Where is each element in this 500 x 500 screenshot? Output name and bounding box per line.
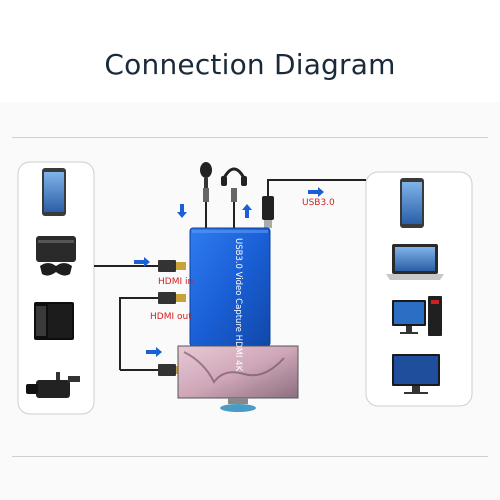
audio-jack-mic: [203, 188, 209, 202]
smartphone-icon: [42, 168, 66, 216]
title-band: [0, 38, 500, 100]
arrow-usb-icon: [308, 187, 324, 197]
divider-bottom: [12, 456, 488, 457]
media-player-icon: [34, 302, 74, 340]
output-display: [177, 345, 299, 412]
arrow-headphone-up-icon: [242, 204, 252, 218]
hdmi-out-label: HDMI out: [150, 312, 192, 322]
device-label: USB3.0 Video Capture HDMI 4K: [233, 238, 243, 372]
microphone-icon: [200, 162, 212, 188]
usb-label: USB3.0: [302, 198, 335, 208]
headphones-icon: [221, 167, 247, 186]
capture-device: [189, 227, 271, 347]
right-device-panel: [365, 171, 473, 407]
laptop-icon: [386, 244, 444, 280]
hdmi-in-connector: [158, 260, 186, 272]
usb-connector: [262, 196, 274, 228]
camcorder-icon: [26, 372, 80, 398]
monitor-icon: [392, 354, 440, 394]
left-device-panel: [17, 161, 95, 415]
smartphone-icon: [400, 178, 424, 228]
arrow-mic-down-icon: [177, 204, 187, 218]
audio-jack-headphone: [231, 188, 237, 202]
hdmi-in-label: HDMI in: [158, 277, 194, 287]
arrow-hdmi-out-icon: [146, 347, 162, 357]
game-console-icon: [36, 236, 76, 276]
desktop-pc-icon: [392, 296, 442, 336]
arrow-hdmi-in-icon: [134, 257, 150, 267]
hdmi-out-connector: [158, 292, 186, 304]
divider-top: [12, 137, 488, 138]
page-title: Connection Diagram: [104, 48, 396, 81]
